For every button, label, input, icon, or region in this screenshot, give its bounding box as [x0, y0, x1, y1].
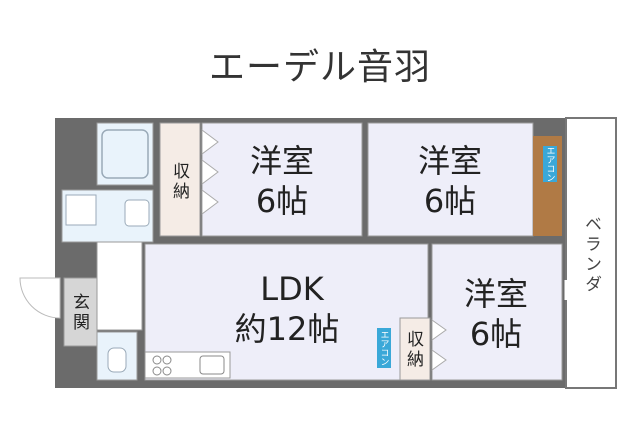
ldk-name: LDK	[260, 270, 324, 308]
storage-bottom-label: 収納	[403, 330, 423, 370]
building-title: エーデル音羽	[208, 47, 431, 88]
ldk-size: 約12帖	[234, 310, 340, 348]
balcony	[565, 117, 617, 389]
western-bottom-right-name: 洋室	[463, 275, 528, 313]
western-room-bottom-right	[431, 243, 563, 381]
storage-bottom	[399, 317, 431, 381]
storage-top-label: 収納	[169, 162, 189, 202]
western-top-left-name: 洋室	[249, 142, 314, 180]
ac-bottom-icon: エアコン	[377, 328, 391, 368]
western-room-top-left	[201, 122, 363, 237]
western-top-right-size: 6帖	[423, 182, 477, 220]
balcony-label: ベランダ	[581, 215, 601, 295]
western-bottom-right-size: 6帖	[469, 315, 523, 353]
western-top-left-size: 6帖	[255, 182, 309, 220]
western-top-right-name: 洋室	[417, 142, 482, 180]
entrance-area	[63, 277, 98, 347]
entrance-label: 玄関	[69, 293, 89, 333]
bathroom	[96, 122, 154, 186]
ac-top-icon: エアコン	[543, 146, 557, 182]
storage-top	[159, 122, 201, 237]
western-room-top-right	[367, 122, 534, 237]
hallway	[96, 241, 143, 331]
